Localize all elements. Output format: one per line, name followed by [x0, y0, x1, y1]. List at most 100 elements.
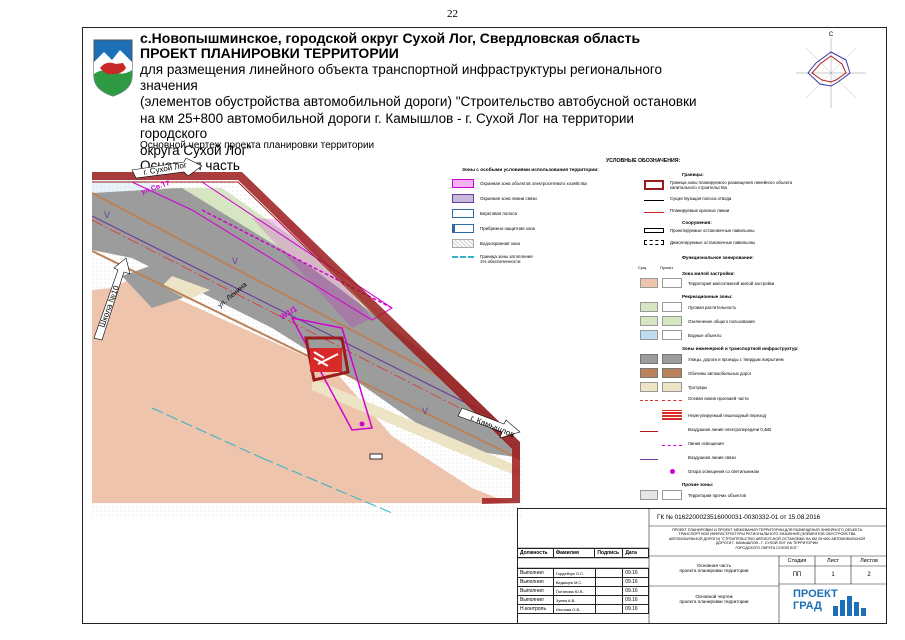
- zones-legend-item: Водоохранная зона: [452, 236, 618, 251]
- sheets-header: Листов: [860, 558, 878, 564]
- boundary-swatch: [644, 180, 664, 190]
- zones-legend-item: Граница зоны затопления 1% обеспеченност…: [452, 251, 618, 266]
- legend-item: Территория малоэтажной жилой застройки: [640, 278, 774, 288]
- legend-item: Планируемые красные линии: [640, 208, 729, 213]
- roads-swatch: [640, 354, 658, 364]
- zones-legend-label: Прибрежно-защитная зона: [480, 226, 535, 231]
- zones-legend: Зоны с особыми условиями использования т…: [452, 168, 618, 266]
- red-lines-swatch: [644, 208, 664, 213]
- signatures-header-row: Должность Фамилия Подпись Дата: [517, 548, 649, 558]
- legend-item: Осевая линия проезжей части: [640, 396, 749, 401]
- legend-item: Существующая полоса отвода: [640, 196, 731, 201]
- new-pavilion-swatch: [644, 228, 664, 233]
- legend-section-zhilaya: Зона жилой застройки:: [682, 271, 735, 276]
- legend-item: Озеленение общего пользования: [640, 316, 755, 326]
- power-line-swatch: [640, 427, 658, 432]
- svg-text:V: V: [422, 406, 428, 416]
- right-of-way-swatch: [644, 196, 664, 201]
- drawing-title: Основной чертеж проекта планировки терри…: [140, 140, 375, 151]
- logo-line2: ГРАД: [793, 600, 822, 612]
- water-bodies-swatch: [640, 330, 658, 340]
- logo-buildings-icon: [833, 596, 866, 616]
- legend-section-rekreacionnye: Рекреационные зоны:: [682, 294, 733, 299]
- zones-legend-label: Береговая полоса: [480, 211, 517, 216]
- sheet-name: Основной чертеж проекта планировки терри…: [679, 594, 749, 604]
- description-line: (элементов обустройства автомобильной до…: [140, 94, 697, 109]
- zones-legend-label: Охранная зона линии связи: [480, 196, 537, 201]
- legend-item: Обочины автомобильных дорог: [640, 368, 751, 378]
- coat-of-arms-icon: [93, 39, 133, 97]
- sheets-value: 2: [867, 572, 871, 578]
- header-block: с.Новопышминское, городской округ Сухой …: [140, 30, 700, 174]
- flood-zone-swatch: [452, 256, 474, 261]
- greenery-swatch: [640, 316, 658, 326]
- title-line2: ПРОЕКТ ПЛАНИРОВКИ ТЕРРИТОРИИ: [140, 45, 399, 61]
- legend-item: Опора освещения со светильником: [640, 466, 759, 476]
- description-line: округа Сухой Лог": [140, 142, 252, 158]
- axis-swatch: [640, 396, 658, 401]
- shore-strip-swatch: [452, 209, 474, 218]
- legend-item: Нерегулируемый пешеходный переход: [640, 410, 766, 420]
- legend-item: Граница зоны планируемого размещения лин…: [640, 180, 792, 190]
- zones-legend-item: Охранная зона линии связи: [452, 191, 618, 206]
- legend-item: Линия освещения: [640, 438, 724, 448]
- legend-section-granicy: Границы:: [682, 172, 704, 177]
- company-logo: ПРОЕКТ ГРАД: [779, 584, 883, 622]
- legend-item: Тротуары: [640, 382, 707, 392]
- stage-header: Стадия: [787, 558, 807, 564]
- legend-item: Улицы, дороги и проезды с твердым покрыт…: [640, 354, 784, 364]
- legend-section-prochie: Прочие зоны:: [682, 482, 714, 487]
- comm-zone-swatch: [452, 194, 474, 203]
- legend-col-existing: Сущ.: [638, 265, 648, 270]
- page-number: 22: [447, 8, 458, 20]
- zones-legend-label: Охранная зона объектов электросетевого х…: [480, 181, 587, 186]
- legend-item: Воздушная линия электропередачи 0,4кВ: [640, 424, 771, 434]
- legend-item: Демонтируемые остановочные павильоны: [640, 240, 755, 245]
- legend-col-project: Проект: [660, 265, 674, 270]
- description-line: для размещения линейного объекта транспо…: [140, 62, 662, 93]
- legend-section-sooruzheniya: Сооружения:: [682, 220, 712, 225]
- electric-zone-swatch: [452, 179, 474, 188]
- description-line: на км 25+800 автомобильной дороги г. Кам…: [140, 110, 634, 142]
- north-label: С: [829, 32, 834, 38]
- title-line1: с.Новопышминское, городской округ Сухой …: [140, 30, 641, 46]
- light-pole-icon: [669, 468, 675, 474]
- shoulder-swatch: [640, 368, 658, 378]
- removed-pavilion-swatch: [644, 240, 664, 245]
- lighting-line-swatch: [662, 441, 682, 446]
- sheet-header: Лист: [827, 558, 839, 564]
- part-name: Основная часть проекта планировки террит…: [679, 563, 749, 573]
- signatures-table: Должность Фамилия Подпись Дата: [517, 548, 649, 558]
- zones-legend-heading: Зоны с особыми условиями использования т…: [462, 168, 599, 173]
- residential-swatch: [640, 278, 658, 288]
- zones-legend-label: Граница зоны затопления 1% обеспеченност…: [480, 253, 533, 264]
- zones-legend-item: Прибрежно-защитная зона: [452, 221, 618, 236]
- legend-title: УСЛОВНЫЕ ОБОЗНАЧЕНИЯ:: [606, 158, 681, 164]
- crossing-swatch: [662, 410, 682, 420]
- contract-number: ГК № 0162200023516000031-0030332-01 от 1…: [657, 514, 821, 521]
- stage-value: ПП: [792, 572, 802, 578]
- sheet-frame: [82, 27, 887, 624]
- sheet-value: 1: [831, 572, 835, 578]
- planning-map[interactable]: V V V г. Сухой Лог г. Камышлов: [92, 158, 522, 518]
- water-protection-swatch: [452, 239, 474, 248]
- svg-text:V: V: [104, 210, 110, 220]
- title-block-stamp: ГК № 0162200023516000031-0030332-01 от 1…: [517, 508, 887, 624]
- zones-legend-item: Охранная зона объектов электросетевого х…: [452, 176, 618, 191]
- legend-section-inzhenernye: Зоны инженерной и транспортной инфрастру…: [682, 346, 799, 351]
- legend-section-zonirovanie: Функциональное зонирование:: [682, 255, 754, 260]
- legend-item: Водные объекты: [640, 330, 721, 340]
- comm-line-swatch: [640, 455, 658, 460]
- meadow-swatch: [640, 302, 658, 312]
- legend-item: Территории прочих объектов: [640, 490, 746, 500]
- zones-legend-label: Водоохранная зона: [480, 241, 520, 246]
- sidewalk-swatch: [640, 382, 658, 392]
- project-description: ПРОЕКТ ПЛАНИРОВКИ И ПРОЕКТ МЕЖЕВАНИЯ ТЕР…: [668, 528, 866, 550]
- legend-item: Проектируемые остановочные павильоны: [640, 228, 754, 233]
- wind-rose-icon: С: [796, 32, 866, 108]
